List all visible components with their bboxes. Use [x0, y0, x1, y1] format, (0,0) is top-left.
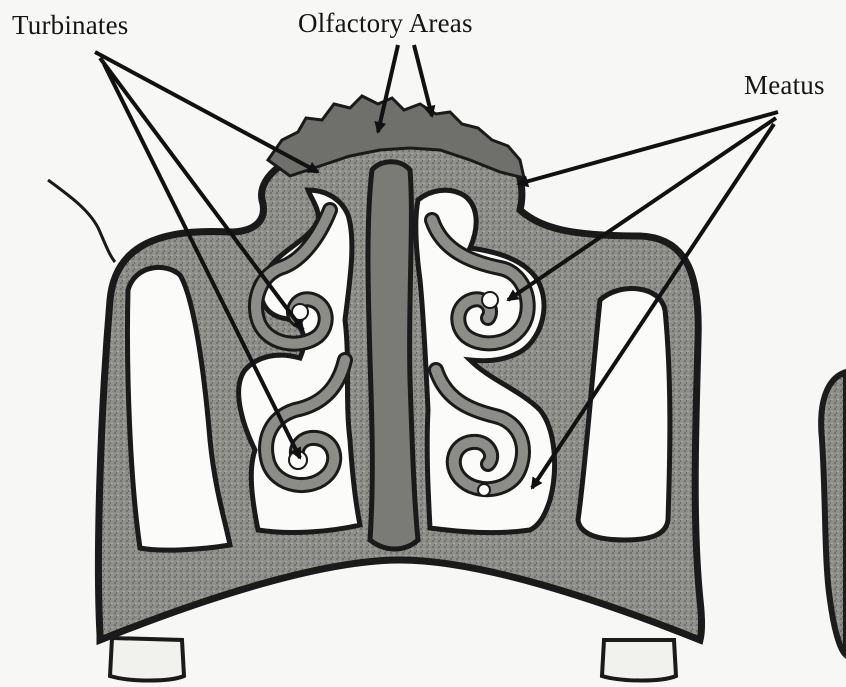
stray-outline-line — [48, 180, 115, 262]
meatus-label: Meatus — [744, 70, 825, 101]
right-lower-meatus-spot — [478, 484, 490, 496]
adjacent-structure-fragment — [821, 372, 846, 655]
right-upper-meatus-spot — [482, 292, 498, 308]
left-base-foot — [110, 638, 184, 681]
turbinates-label: Turbinates — [12, 10, 129, 41]
right-base-foot — [602, 640, 676, 681]
olfactory-areas-label: Olfactory Areas — [298, 8, 473, 39]
nasal-septum — [368, 162, 418, 549]
